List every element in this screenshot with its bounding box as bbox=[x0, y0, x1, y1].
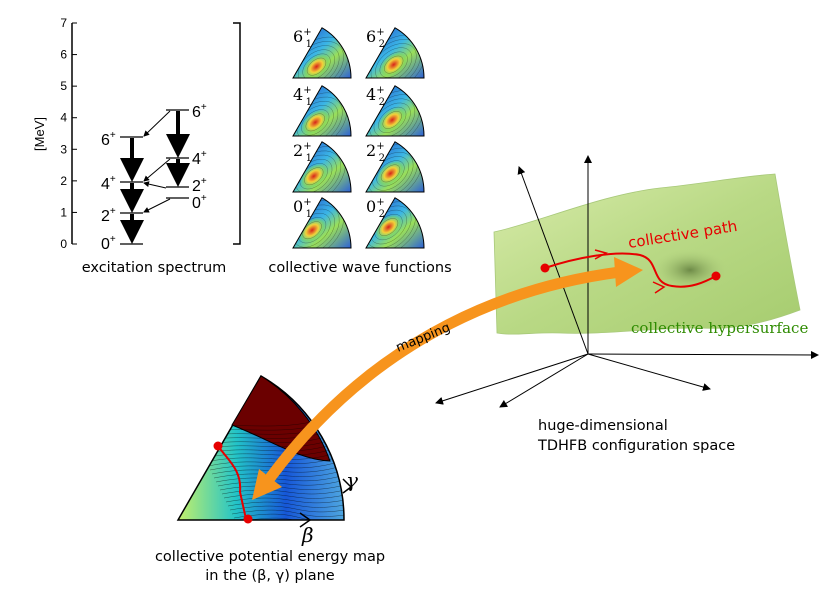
level-label: 2+ bbox=[101, 206, 116, 225]
transition-arrow bbox=[143, 181, 167, 189]
collective-hypersurface bbox=[493, 173, 801, 335]
level-label: 6+ bbox=[101, 130, 116, 149]
configuration-space bbox=[435, 155, 819, 408]
wave-function-label: 2+1 bbox=[293, 141, 312, 164]
level-label: 0+ bbox=[101, 234, 116, 253]
beta-label: β bbox=[301, 523, 314, 547]
gamma-label: γ bbox=[346, 468, 358, 492]
path-end-point bbox=[711, 271, 721, 281]
wave-function-label: 0+1 bbox=[293, 197, 312, 220]
collective-hypersurface-label: collective hypersurface bbox=[631, 319, 808, 337]
energy-tick-label: 6 bbox=[60, 48, 67, 62]
excitation-spectrum bbox=[120, 109, 190, 245]
pes-caption: collective potential energy map bbox=[155, 549, 385, 565]
wave-function-grid: 6+1 6+2 4+1 4+2 2+1 2+2 0+1 0+2 bbox=[292, 27, 425, 249]
wave-function-label: 6+2 bbox=[366, 27, 385, 50]
energy-axis: 0 1 2 3 4 5 6 7 [MeV] bbox=[32, 16, 77, 251]
level-label: 4+ bbox=[192, 149, 207, 168]
wave-function-wedge bbox=[292, 85, 352, 137]
wave-function-label: 0+2 bbox=[366, 197, 385, 220]
level-label: 6+ bbox=[192, 102, 207, 121]
transition-arrow bbox=[143, 198, 171, 213]
wave-function-label: 4+2 bbox=[366, 85, 385, 108]
wave-functions-caption: collective wave functions bbox=[268, 260, 451, 276]
mapping-arrow bbox=[252, 257, 643, 500]
energy-tick-label: 5 bbox=[60, 79, 67, 93]
energy-tick-label: 1 bbox=[60, 205, 67, 219]
mapping-label: mapping bbox=[394, 320, 453, 355]
energy-tick-label: 4 bbox=[60, 111, 67, 125]
configuration-space-label: TDHFB configuration space bbox=[537, 438, 735, 454]
wave-function-label: 6+1 bbox=[293, 27, 312, 50]
potential-energy-map bbox=[176, 374, 353, 528]
spectrum-caption: excitation spectrum bbox=[82, 260, 227, 276]
spectrum-bracket bbox=[233, 22, 241, 245]
wave-function-wedge bbox=[365, 85, 425, 137]
level-label: 2+ bbox=[192, 176, 207, 195]
transition-arrow bbox=[143, 110, 171, 137]
wave-function-label: 4+1 bbox=[293, 85, 312, 108]
level-label: 4+ bbox=[101, 174, 116, 193]
wave-function-wedge bbox=[365, 197, 425, 249]
configuration-space-label: huge-dimensional bbox=[538, 418, 668, 434]
energy-tick-label: 7 bbox=[60, 16, 67, 30]
level-label: 0+ bbox=[192, 193, 207, 212]
energy-axis-label: [MeV] bbox=[32, 117, 47, 151]
energy-tick-label: 3 bbox=[60, 142, 67, 156]
collective-path bbox=[544, 252, 717, 288]
energy-tick-label: 2 bbox=[60, 174, 67, 188]
transition-arrow bbox=[143, 158, 171, 182]
energy-tick-label: 0 bbox=[60, 237, 67, 251]
wave-function-label: 2+2 bbox=[366, 141, 385, 164]
wave-function-wedge bbox=[365, 141, 425, 193]
pes-caption: in the (β, γ) plane bbox=[205, 568, 335, 584]
path-start-point bbox=[540, 263, 550, 273]
wave-function-wedge bbox=[292, 141, 352, 193]
